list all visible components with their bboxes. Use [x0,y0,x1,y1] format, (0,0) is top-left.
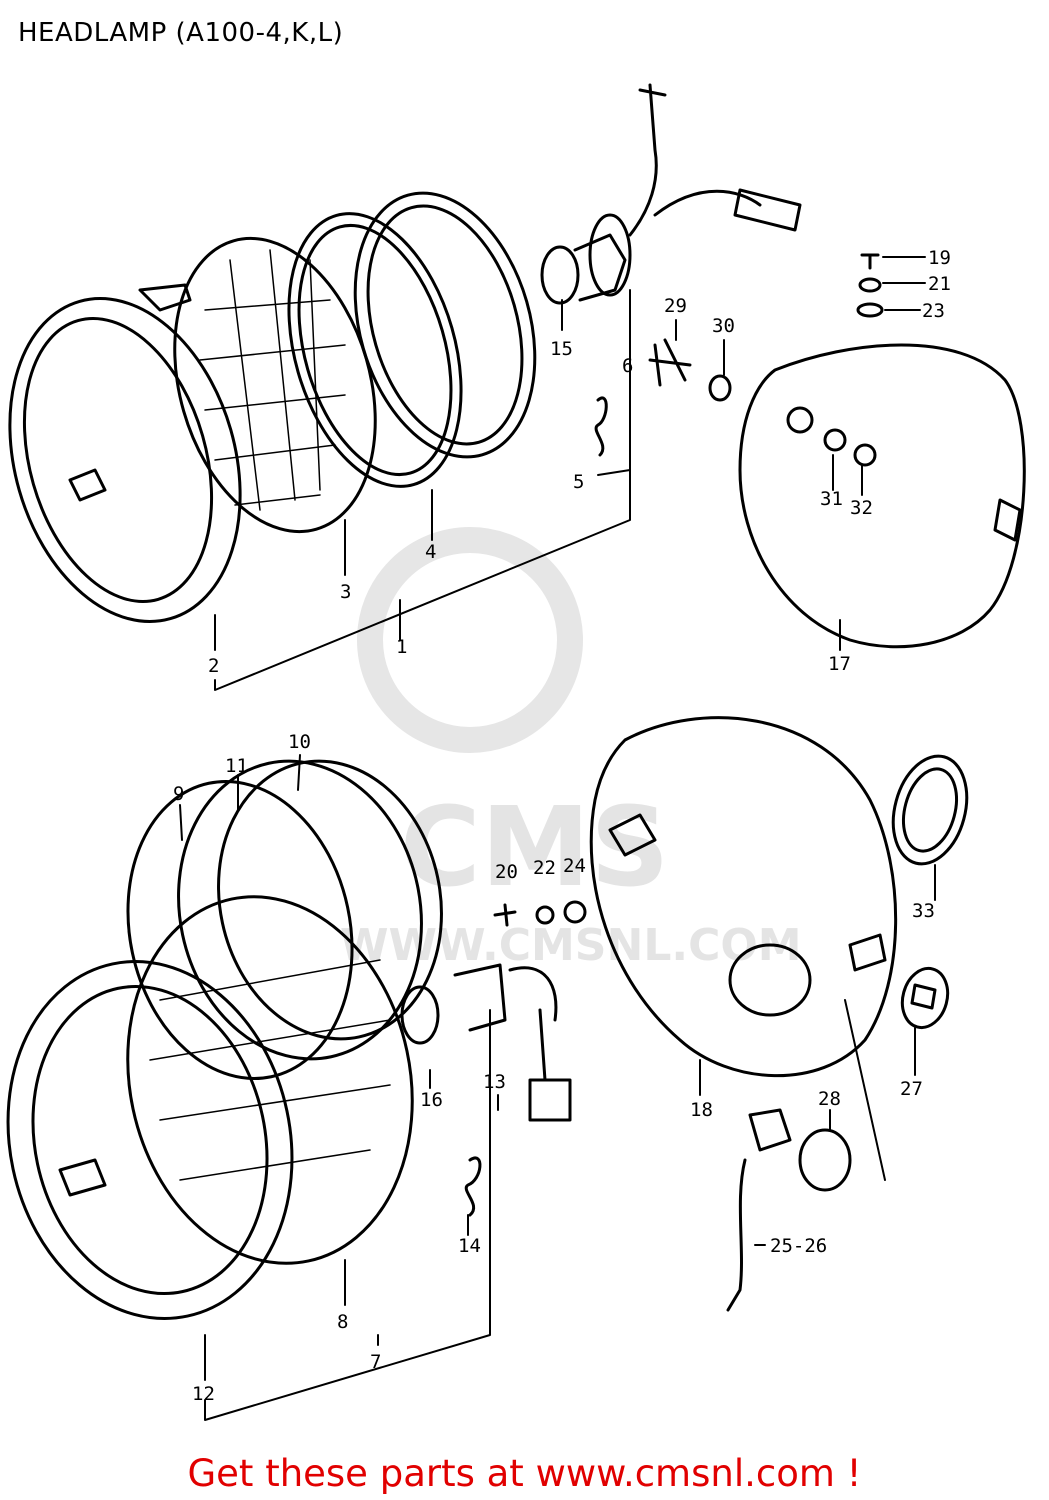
fasteners-20-22-24 [493,900,587,927]
ring-upper-6 [353,191,537,459]
bulb-socket-upper [540,83,802,305]
housing-upper [738,343,1026,649]
small-parts-19-21-23 [856,253,884,318]
spring-lower [464,1156,482,1217]
footer-link[interactable]: Get these parts at www.cmsnl.com ! [187,1452,862,1495]
label-13: 13 [483,1071,506,1093]
watermark-brand: CMS [400,783,669,911]
grommet-33 [891,754,969,866]
label-4: 4 [425,541,436,563]
label-5: 5 [573,471,584,493]
label-6: 6 [622,355,633,377]
watermark: CMS WWW.CMSNL.COM [340,527,802,971]
label-19: 19 [928,247,951,269]
label-21: 21 [928,273,951,295]
label-1: 1 [396,636,407,658]
label-14: 14 [458,1235,481,1257]
leader-lines [179,256,936,1421]
label-28: 28 [818,1088,841,1110]
bulb-socket-lower [400,963,572,1122]
label-3: 3 [340,581,351,603]
label-11: 11 [225,755,248,777]
label-18: 18 [690,1099,713,1121]
label-27: 27 [900,1078,923,1100]
screw-29 [648,338,692,387]
rim-upper [8,283,242,623]
washer-30 [708,374,732,402]
label-20: 20 [495,861,518,883]
label-22: 22 [533,857,556,879]
label-23: 23 [922,300,945,322]
spring-upper [594,396,608,457]
housing-lower [589,716,898,1078]
rings-lower [126,759,443,1080]
indicator-25-26 [726,1108,792,1312]
lens-lower [126,895,414,1265]
rim-lower [6,960,294,1320]
watermark-url: WWW.CMSNL.COM [340,920,802,971]
label-24: 24 [563,855,586,877]
label-10: 10 [288,731,311,753]
label-8: 8 [337,1311,348,1333]
diagram-title: HEADLAMP (A100-4,K,L) [18,18,344,48]
label-16: 16 [420,1089,443,1111]
label-29: 29 [664,295,687,317]
label-17: 17 [828,653,851,675]
label-9: 9 [173,783,184,805]
label-2: 2 [208,655,219,677]
grommet-27 [900,966,950,1030]
label-30: 30 [712,315,735,337]
part-labels: 1 2 3 4 5 6 7 8 9 10 11 12 13 14 15 16 1… [173,247,951,1405]
label-25-26: 25-26 [770,1235,827,1257]
label-31: 31 [820,488,843,510]
ring-28 [798,1128,852,1192]
ring-upper-4 [287,212,463,488]
label-12: 12 [192,1383,215,1405]
label-15: 15 [550,338,573,360]
label-33: 33 [912,900,935,922]
label-32: 32 [850,497,873,519]
label-7: 7 [370,1351,381,1373]
